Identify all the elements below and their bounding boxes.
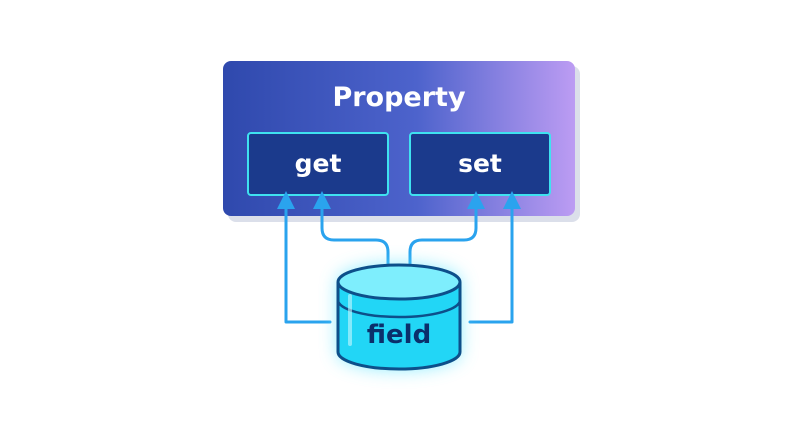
property-title: Property xyxy=(332,82,466,113)
connector-arrows xyxy=(277,191,521,324)
get-accessor-box: get xyxy=(247,132,389,196)
set-label: set xyxy=(458,149,502,178)
field-label: field xyxy=(367,320,431,350)
set-accessor-box: set xyxy=(409,132,551,196)
get-label: get xyxy=(295,149,342,178)
arrow-field-to-get-inner xyxy=(313,191,390,272)
field-cylinder: field xyxy=(336,263,462,371)
arrow-field-to-set-outer xyxy=(468,191,521,324)
arrow-field-to-get-outer xyxy=(277,191,332,324)
arrow-field-to-set-inner xyxy=(408,191,485,272)
